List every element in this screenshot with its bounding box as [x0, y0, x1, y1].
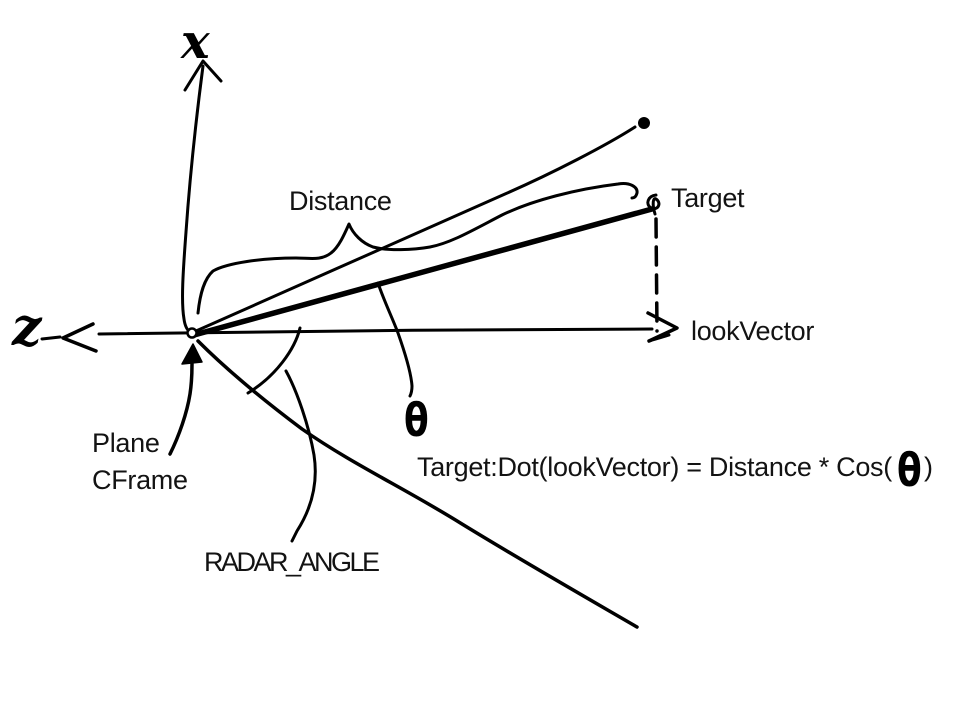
lookvector-label: lookVector	[691, 316, 815, 346]
plane-cframe-pointer-line	[168, 362, 194, 456]
plane-cframe-label-line1: Plane	[92, 428, 160, 458]
z-glyph-flourish	[40, 335, 62, 341]
plane-cframe-label-line2: CFrame	[92, 465, 188, 495]
radar-angle-arc	[246, 326, 302, 395]
target-point-squiggle	[646, 193, 661, 216]
formula-text-left: Target:Dot(lookVector) = Distance * Cos(	[417, 452, 892, 482]
formula-text-right: )	[924, 452, 933, 482]
target-drop-dashed-line	[654, 217, 659, 333]
radar-angle-label: RADAR_ANGLE	[204, 547, 380, 577]
theta-angle-arc	[376, 281, 414, 398]
lookvector-arrowhead-curl	[647, 333, 671, 343]
distance-label: Distance	[289, 186, 392, 216]
target-sight-line	[194, 125, 637, 333]
x-axis-label: x	[181, 14, 210, 70]
z-axis-arrowhead-icon	[61, 322, 98, 353]
origin-loop	[186, 327, 198, 339]
radar-angle-pointer-line	[284, 369, 317, 543]
horizontal-axis-line	[97, 327, 654, 336]
theta-symbol: θ	[404, 394, 429, 448]
plane-cframe-arrowhead-icon	[181, 343, 203, 365]
target-label: Target	[671, 183, 745, 213]
formula-theta-symbol: θ	[897, 444, 922, 498]
x-axis-arrowhead-icon	[183, 59, 223, 92]
plane-cframe-label: Plane CFrame	[92, 425, 188, 499]
radar-sweep-line	[196, 339, 639, 629]
z-axis-label: z	[12, 297, 42, 358]
distance-line	[191, 206, 655, 338]
x-axis-line	[181, 64, 205, 335]
far-point-dot	[638, 117, 650, 129]
distance-brace	[196, 182, 639, 315]
